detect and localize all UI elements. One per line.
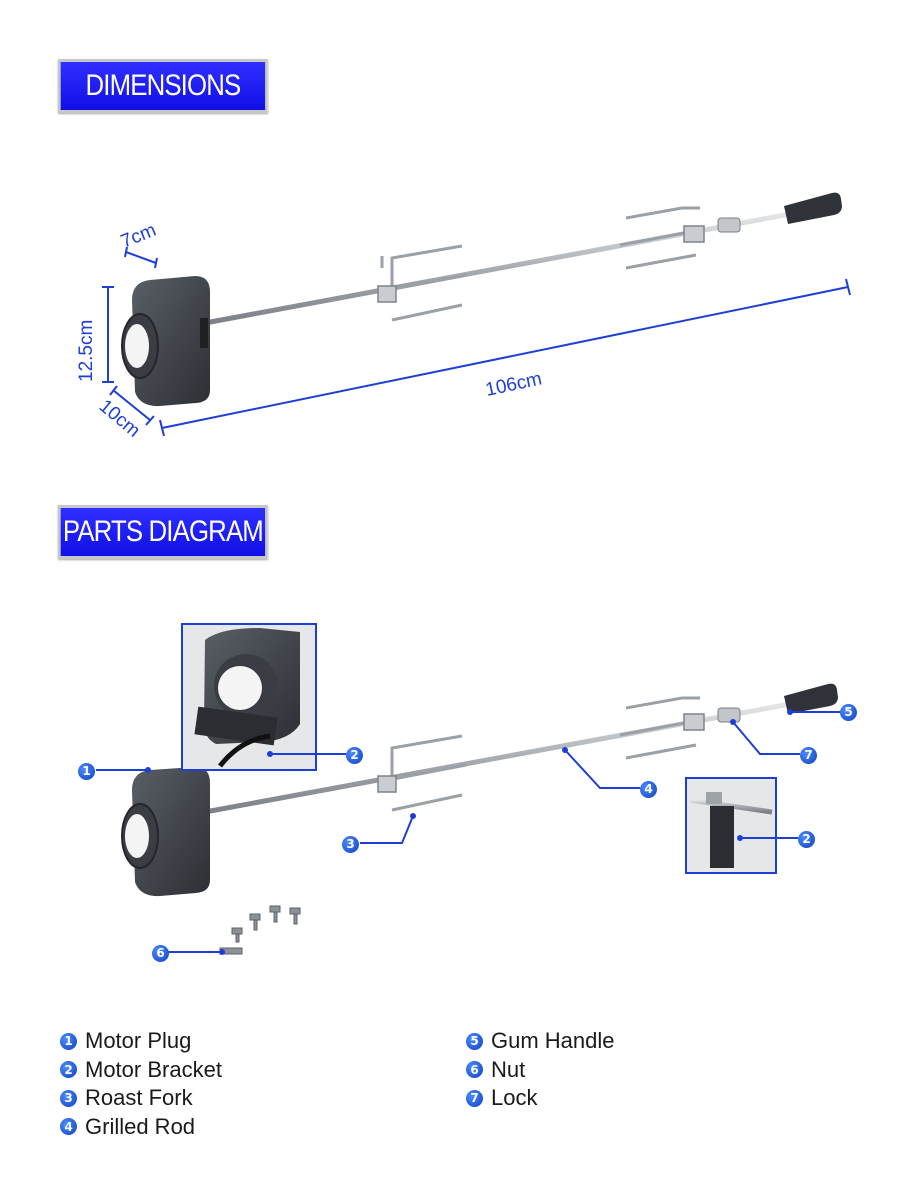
height-label: 12.5cm [76, 320, 97, 382]
lock-icon [717, 707, 741, 723]
callout-1-badge: 1 [78, 762, 103, 780]
depth-label: 7cm [118, 220, 159, 253]
callout-7-badge: 7 [800, 746, 825, 764]
callout-2b-badge: 2 [798, 830, 823, 848]
callout-4-badge: 4 [640, 780, 665, 798]
callout-lines [96, 711, 840, 953]
gum-handle-icon [784, 683, 838, 714]
motor-icon [121, 276, 210, 407]
callout-anchor-dots [145, 709, 793, 955]
roast-fork-icon [377, 244, 467, 322]
dimensions-banner: DIMENSIONS [58, 59, 268, 113]
motor-bracket-inset [181, 623, 317, 771]
callout-6-badge: 6 [152, 944, 177, 962]
dimension-lines [102, 246, 851, 437]
parts-rotisserie [96, 623, 840, 955]
dimensions-rotisserie: 7cm 12.5cm 10cm 106cm [76, 192, 851, 442]
roast-fork-icon [619, 696, 705, 760]
parts-diagram-banner: PARTS DIAGRAM [58, 505, 268, 559]
gum-handle-icon [784, 192, 842, 224]
callout-3-badge: 3 [342, 835, 367, 853]
length-label: 106cm [484, 368, 544, 400]
nut-icon [219, 905, 301, 955]
callout-2-badge: 2 [346, 746, 371, 764]
lock-icon [717, 217, 741, 233]
roast-fork-icon [377, 734, 467, 812]
callout-5-badge: 5 [840, 703, 865, 721]
roast-fork-icon [619, 206, 705, 270]
motor-icon [121, 767, 210, 897]
lock-bracket-inset [685, 777, 777, 874]
width-label: 10cm [95, 396, 144, 442]
